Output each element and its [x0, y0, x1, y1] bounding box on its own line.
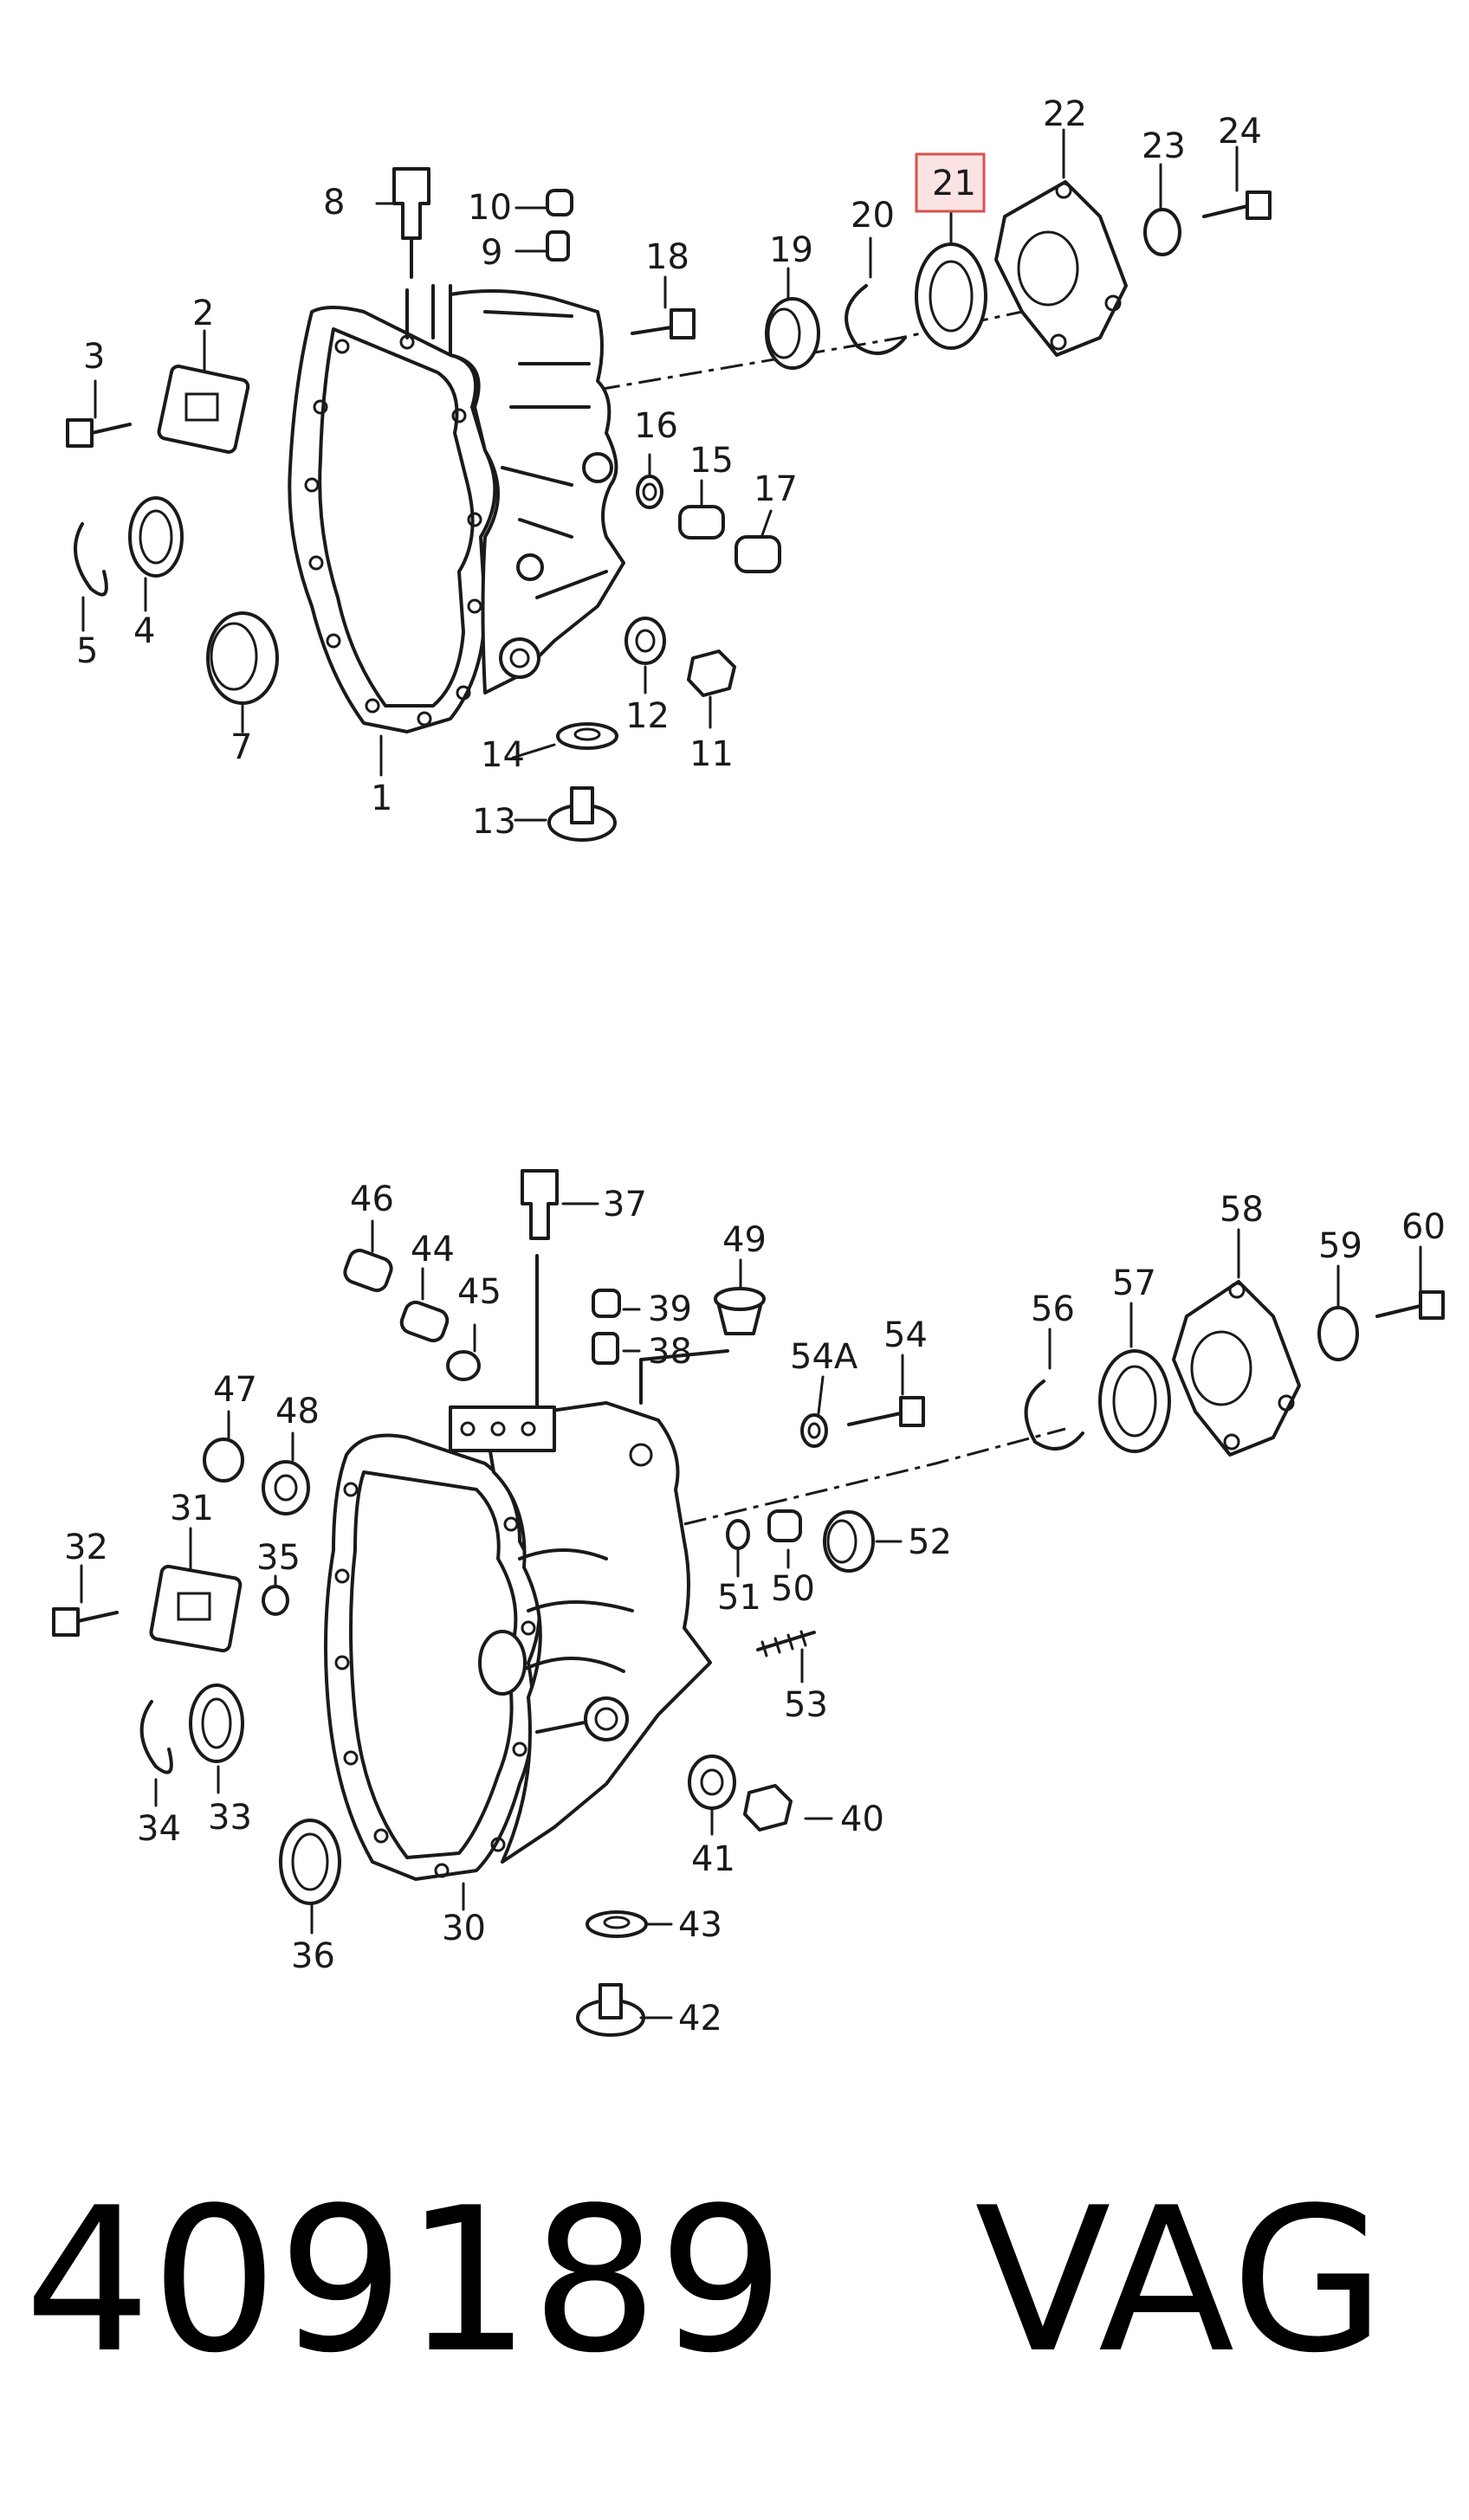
label-41: 41: [691, 1839, 735, 1879]
label-40: 40: [840, 1800, 884, 1839]
part-number-footer: 409189 VAG: [24, 2166, 1386, 2397]
label-4: 4: [133, 611, 155, 651]
label-31: 31: [170, 1489, 214, 1528]
label-36: 36: [291, 1936, 335, 1976]
bottom-assembly: 30 31 32 33 34 35 36 37 38 39 40 41 42 4…: [52, 1169, 1446, 2039]
label-14: 14: [481, 735, 525, 775]
label-12: 12: [625, 696, 670, 736]
label-20: 20: [851, 196, 895, 236]
label-51: 51: [717, 1578, 761, 1618]
label-45: 45: [457, 1272, 502, 1312]
label-8: 8: [323, 183, 345, 223]
label-1: 1: [371, 779, 392, 818]
label-13: 13: [472, 802, 516, 842]
top-assembly: 1 2 3 4 5 7 8 9 10 11 12 13 14 15 16 17 …: [66, 94, 1272, 842]
label-3: 3: [83, 337, 105, 377]
label-59: 59: [1318, 1226, 1362, 1266]
label-30: 30: [442, 1909, 486, 1948]
label-58: 58: [1220, 1190, 1264, 1230]
label-56: 56: [1031, 1289, 1075, 1329]
label-9: 9: [481, 233, 502, 273]
label-15: 15: [689, 441, 734, 481]
label-52: 52: [908, 1522, 952, 1562]
label-35: 35: [256, 1538, 301, 1578]
label-54: 54: [883, 1315, 928, 1355]
label-34: 34: [137, 1809, 181, 1849]
label-42: 42: [678, 1999, 722, 2039]
label-7: 7: [230, 727, 252, 767]
label-37: 37: [603, 1185, 647, 1224]
label-18: 18: [645, 237, 689, 277]
label-2: 2: [192, 294, 214, 333]
label-11: 11: [689, 734, 734, 774]
label-54A: 54A: [790, 1337, 858, 1377]
label-39: 39: [648, 1289, 692, 1329]
label-19: 19: [769, 230, 813, 270]
transmission-housing-bottom: [324, 1254, 729, 1881]
label-47: 47: [213, 1370, 257, 1410]
label-57: 57: [1112, 1263, 1156, 1303]
label-33: 33: [208, 1798, 252, 1838]
transmission-housing-top: [288, 284, 625, 733]
label-49: 49: [722, 1220, 767, 1260]
part-21-highlight: [915, 152, 986, 213]
label-60: 60: [1401, 1207, 1446, 1247]
label-16: 16: [634, 406, 678, 446]
label-10: 10: [468, 188, 512, 228]
label-17: 17: [754, 469, 798, 509]
label-43: 43: [678, 1905, 722, 1945]
label-21: 21: [932, 164, 976, 204]
label-32: 32: [64, 1528, 108, 1567]
label-53: 53: [784, 1685, 828, 1725]
label-38: 38: [648, 1332, 692, 1372]
label-48: 48: [275, 1392, 320, 1431]
label-22: 22: [1043, 94, 1087, 134]
label-24: 24: [1218, 112, 1262, 152]
label-5: 5: [76, 631, 98, 671]
label-46: 46: [350, 1179, 394, 1219]
label-44: 44: [411, 1230, 455, 1270]
label-23: 23: [1142, 126, 1186, 166]
label-50: 50: [771, 1569, 815, 1609]
